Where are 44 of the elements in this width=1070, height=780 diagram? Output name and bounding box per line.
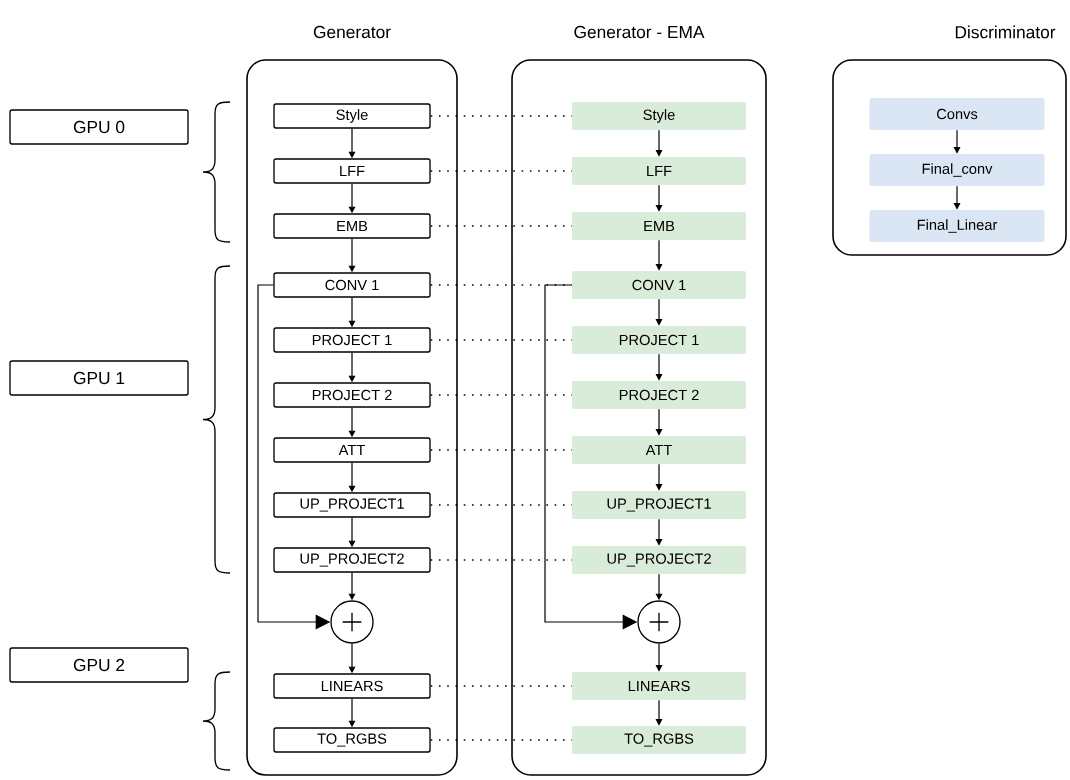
layer-box: ATT bbox=[273, 437, 431, 463]
dotted-line bbox=[429, 170, 573, 172]
dotted-line bbox=[429, 739, 573, 741]
panel-title: Generator bbox=[313, 25, 391, 39]
layer-box: Style bbox=[273, 103, 431, 129]
layer-box: PROJECT 2 bbox=[572, 381, 746, 409]
gpu-box: GPU 1 bbox=[9, 360, 189, 396]
dotted-line bbox=[429, 284, 573, 286]
layer-box: PROJECT 1 bbox=[572, 326, 746, 354]
sum-circle bbox=[637, 600, 681, 644]
sum-circle bbox=[330, 600, 374, 644]
layer-box: UP_PROJECT1 bbox=[572, 491, 746, 519]
layer-box: PROJECT 1 bbox=[273, 327, 431, 353]
dotted-line bbox=[429, 504, 573, 506]
gpu-box: GPU 2 bbox=[9, 647, 189, 683]
layer-box: TO_RGBS bbox=[572, 726, 746, 754]
layer-box: UP_PROJECT2 bbox=[572, 546, 746, 574]
gpu-box: GPU 0 bbox=[9, 109, 189, 145]
layer-box: CONV 1 bbox=[572, 271, 746, 299]
dotted-line bbox=[429, 449, 573, 451]
layer-box: TO_RGBS bbox=[273, 727, 431, 753]
layer-box: UP_PROJECT1 bbox=[273, 492, 431, 518]
dotted-line bbox=[429, 685, 573, 687]
dotted-line bbox=[429, 559, 573, 561]
layer-box: PROJECT 2 bbox=[273, 382, 431, 408]
layer-box: Final_Linear bbox=[869, 210, 1045, 242]
dotted-line bbox=[429, 115, 573, 117]
layer-box: Final_conv bbox=[869, 154, 1045, 186]
layer-box: LINEARS bbox=[273, 673, 431, 699]
dotted-line bbox=[429, 225, 573, 227]
layer-box: EMB bbox=[572, 212, 746, 240]
layer-box: EMB bbox=[273, 213, 431, 239]
layer-box: UP_PROJECT2 bbox=[273, 547, 431, 573]
layer-box: Convs bbox=[869, 98, 1045, 130]
layer-box: CONV 1 bbox=[273, 272, 431, 298]
layer-box: ATT bbox=[572, 436, 746, 464]
layer-box: Style bbox=[572, 102, 746, 130]
layer-box: LFF bbox=[572, 157, 746, 185]
layer-box: LFF bbox=[273, 158, 431, 184]
dotted-line bbox=[429, 339, 573, 341]
layer-box: LINEARS bbox=[572, 672, 746, 700]
dotted-line bbox=[429, 394, 573, 396]
panel-title: Discriminator bbox=[955, 25, 1056, 39]
panel-title: Generator - EMA bbox=[574, 25, 705, 39]
